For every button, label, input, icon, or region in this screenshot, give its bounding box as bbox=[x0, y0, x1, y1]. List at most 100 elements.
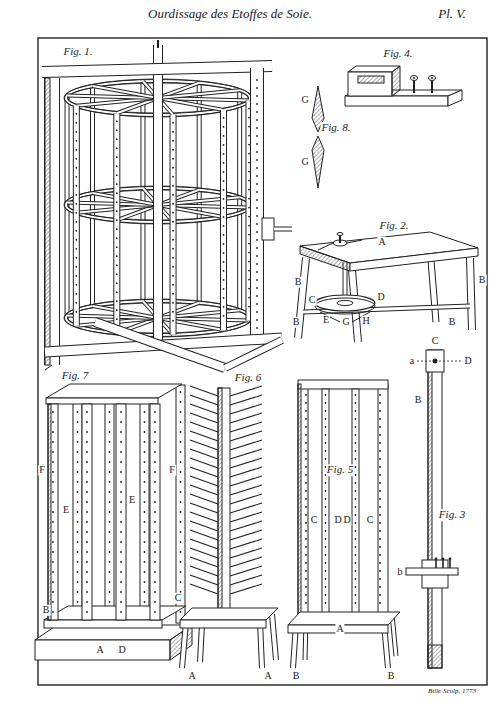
engraving-stroke bbox=[158, 90, 240, 98]
engraving-stroke bbox=[355, 578, 357, 580]
callout-letter: A bbox=[187, 671, 196, 682]
engraving-stroke bbox=[75, 284, 77, 286]
engraving-stroke bbox=[77, 531, 79, 533]
engraving-stroke bbox=[120, 431, 122, 433]
engraving-stroke bbox=[298, 384, 301, 614]
engraving-stroke bbox=[116, 291, 118, 293]
engraving-stroke bbox=[379, 602, 381, 604]
engraving-stroke bbox=[180, 411, 182, 413]
engraving-stroke bbox=[116, 255, 118, 257]
engraving-stroke bbox=[251, 68, 263, 345]
engraving-stroke bbox=[120, 501, 122, 503]
engraving-stroke bbox=[75, 140, 77, 142]
engraving-stroke bbox=[75, 149, 77, 151]
engraving-stroke bbox=[120, 591, 122, 593]
engraving-stroke bbox=[431, 77, 433, 79]
engraving-stroke bbox=[305, 570, 307, 572]
fig-5-frame bbox=[288, 380, 400, 668]
engraving-stroke bbox=[248, 288, 250, 290]
engraving-stroke bbox=[180, 491, 182, 493]
engraving-stroke bbox=[190, 494, 218, 504]
engraving-stroke bbox=[355, 522, 357, 524]
engraving-stroke bbox=[109, 581, 111, 583]
engraving-stroke bbox=[52, 521, 54, 523]
engraving-stroke bbox=[120, 581, 122, 583]
engraving-stroke bbox=[325, 594, 327, 596]
engraving-stroke bbox=[48, 404, 58, 620]
engraving-stroke bbox=[77, 521, 79, 523]
engraving-stroke bbox=[413, 80, 415, 93]
engraving-stroke bbox=[256, 319, 258, 321]
engraving-stroke bbox=[439, 361, 462, 362]
engraving-stroke bbox=[223, 207, 225, 209]
callout-letter: C bbox=[431, 336, 440, 347]
engraving-stroke bbox=[172, 149, 174, 151]
engraving-stroke bbox=[144, 591, 146, 593]
engraving-stroke bbox=[154, 491, 156, 493]
engraving-stroke bbox=[172, 122, 174, 124]
engraving-stroke bbox=[77, 481, 79, 483]
engraving-stroke bbox=[274, 227, 292, 232]
engraving-stroke bbox=[230, 539, 262, 549]
engraving-stroke bbox=[348, 66, 400, 72]
engraving-stroke bbox=[109, 461, 111, 463]
fig-8-spindle bbox=[312, 86, 324, 188]
engraving-stroke bbox=[52, 541, 54, 543]
engraving-stroke bbox=[428, 645, 442, 668]
engraving-stroke bbox=[144, 451, 146, 453]
engraving-stroke bbox=[180, 561, 182, 563]
engraving-stroke bbox=[172, 302, 174, 304]
engraving-stroke bbox=[170, 115, 177, 335]
engraving-stroke bbox=[358, 76, 384, 83]
callout-letter: G bbox=[341, 317, 350, 328]
engraving-stroke bbox=[298, 384, 308, 614]
engraving-stroke bbox=[379, 506, 381, 508]
engraving-stroke bbox=[449, 558, 452, 561]
engraving-stroke bbox=[116, 318, 118, 320]
engraving-stroke bbox=[379, 490, 381, 492]
engraving-stroke bbox=[305, 562, 307, 564]
engraving-stroke bbox=[48, 404, 51, 620]
engraving-stroke bbox=[256, 215, 258, 217]
engraving-stroke bbox=[190, 548, 218, 558]
engraving-stroke bbox=[172, 257, 174, 259]
engraving-stroke bbox=[305, 506, 307, 508]
engraving-stroke bbox=[86, 411, 88, 413]
engraving-stroke bbox=[355, 498, 357, 500]
callout-letter: A bbox=[377, 237, 386, 248]
engraving-stroke bbox=[274, 228, 292, 231]
callout-letter: A bbox=[335, 624, 344, 635]
engraving-stroke bbox=[45, 78, 59, 365]
callout-letter: D bbox=[376, 292, 385, 303]
engraving-stroke bbox=[230, 476, 262, 486]
plate-border bbox=[38, 38, 487, 685]
engraving-stroke bbox=[52, 511, 54, 513]
engraving-stroke bbox=[256, 231, 258, 233]
engraving-stroke bbox=[435, 558, 438, 561]
engraving-stroke bbox=[190, 512, 218, 522]
engraving-stroke bbox=[154, 611, 156, 613]
engraving-stroke bbox=[154, 461, 156, 463]
engraving-stroke bbox=[172, 239, 174, 241]
engraving-stroke bbox=[256, 287, 258, 289]
figure-label: Fig. 3 bbox=[438, 509, 466, 521]
engraving-stroke bbox=[325, 554, 327, 556]
engraving-stroke bbox=[379, 594, 381, 596]
engraving-stroke bbox=[86, 461, 88, 463]
callout-letter: E bbox=[62, 505, 70, 516]
engraving-stroke bbox=[154, 561, 156, 563]
engraving-stroke bbox=[379, 562, 381, 564]
engraving-stroke bbox=[379, 570, 381, 572]
engraving-stroke bbox=[305, 578, 307, 580]
engraving-stroke bbox=[325, 442, 327, 444]
engraving-stroke bbox=[75, 275, 77, 277]
engraving-stroke bbox=[86, 451, 88, 453]
engraving-stroke bbox=[248, 162, 250, 164]
engraving-stroke bbox=[172, 194, 174, 196]
figure-label: Fig. 2. bbox=[378, 220, 409, 232]
engraving-stroke bbox=[154, 431, 156, 433]
engraving-stroke bbox=[44, 620, 162, 628]
engraving-stroke bbox=[77, 431, 79, 433]
figure-label: Fig. 4. bbox=[382, 48, 413, 60]
